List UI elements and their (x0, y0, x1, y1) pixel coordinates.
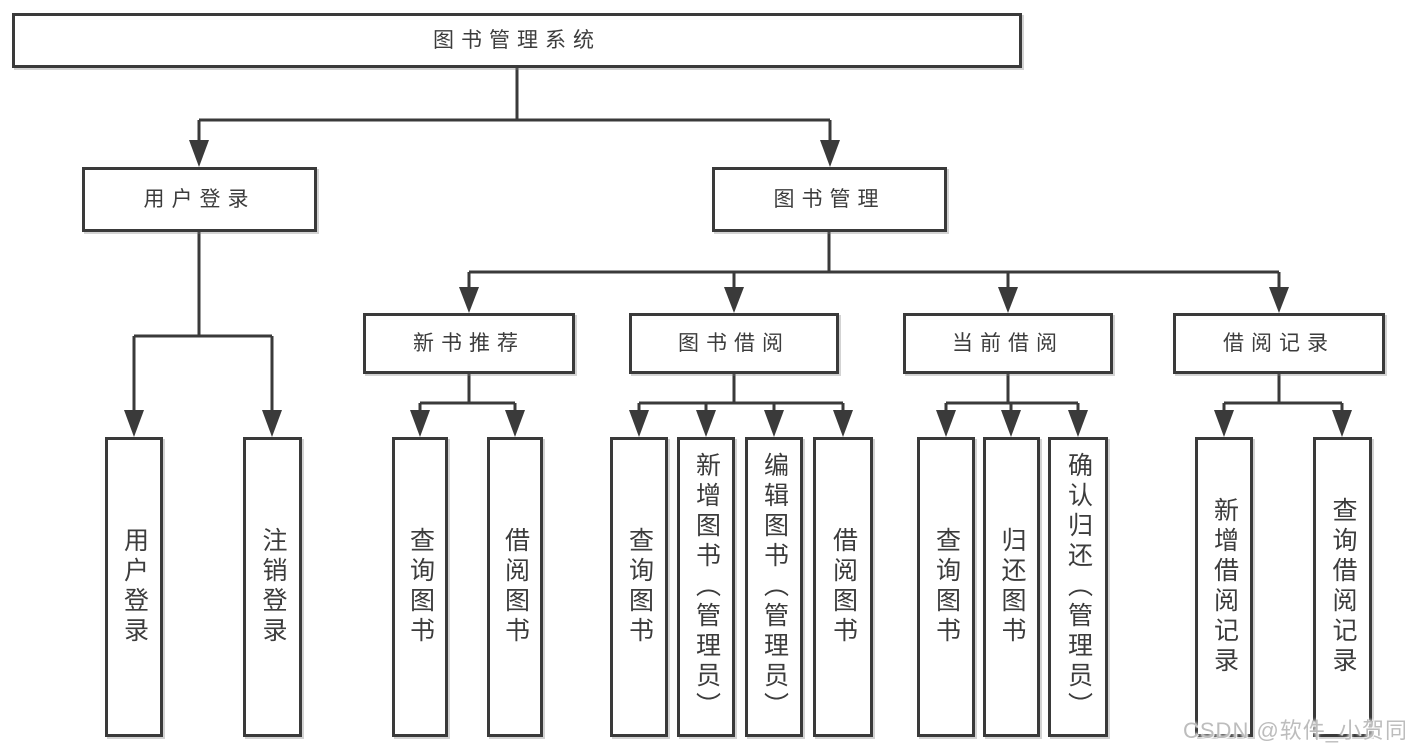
leaf-edit-books-admin: 编辑图书（管理员） (745, 437, 803, 737)
leaf-query-books-current: 查询图书 (917, 437, 975, 737)
leaf-borrow-books: 借阅图书 (813, 437, 873, 737)
leaf-logout: 注销登录 (243, 437, 302, 737)
leaf-query-books-recommend: 查询图书 (392, 437, 448, 737)
node-borrow-records: 借阅记录 (1173, 313, 1385, 374)
node-new-book-recommend: 新书推荐 (363, 313, 575, 374)
node-book-management: 图书管理 (712, 167, 947, 232)
leaf-user-login: 用户登录 (105, 437, 163, 737)
arrowheads (124, 140, 1352, 437)
node-current-borrow: 当前借阅 (903, 313, 1113, 374)
leaf-confirm-return-admin: 确认归还（管理员） (1048, 437, 1108, 737)
leaf-query-borrow-record: 查询借阅记录 (1313, 437, 1372, 737)
node-book-borrow: 图书借阅 (629, 313, 839, 374)
leaf-add-books-admin: 新增图书（管理员） (677, 437, 735, 737)
leaf-query-books-borrow: 查询图书 (610, 437, 668, 737)
node-root: 图书管理系统 (12, 13, 1022, 68)
csdn-watermark: CSDN @软件_小贺同学 (1183, 718, 1405, 743)
node-user-login: 用户登录 (82, 167, 317, 232)
leaf-return-books: 归还图书 (983, 437, 1040, 737)
leaf-borrow-books-recommend: 借阅图书 (487, 437, 543, 737)
leaf-add-borrow-record: 新增借阅记录 (1195, 437, 1253, 737)
